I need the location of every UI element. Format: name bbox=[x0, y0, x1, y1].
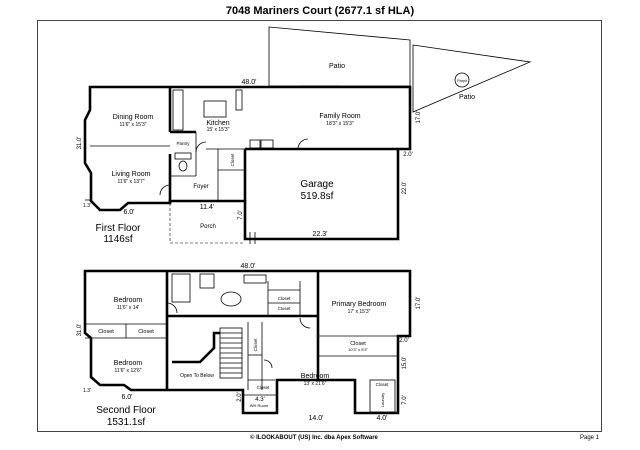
room-name-bed1: Bedroom bbox=[114, 297, 143, 304]
room-name-closet-d: Closet bbox=[278, 306, 292, 311]
dim-second-bay: 6.0' bbox=[121, 394, 132, 401]
dim-first-family-side: 17.0' bbox=[416, 111, 422, 124]
room-dims-primary: 17' x 15'3" bbox=[348, 309, 371, 315]
dim-second-bot-right: 4.0' bbox=[376, 415, 387, 422]
room-name-open-below: Open To Below bbox=[180, 373, 214, 379]
room-name-family: Family Room bbox=[319, 113, 360, 120]
door bbox=[195, 141, 207, 153]
room-name-laundry: Laundry bbox=[380, 393, 385, 407]
first-floor-plan bbox=[83, 26, 532, 244]
dim-second-top: 48.0' bbox=[241, 263, 256, 270]
dim-second-bed3-side: 15.0' bbox=[402, 357, 408, 370]
room-name-living: Living Room bbox=[112, 171, 151, 178]
tub-oval bbox=[220, 291, 242, 307]
dim-first-garage-w: 22.3' bbox=[313, 231, 328, 238]
laundry-closet bbox=[369, 379, 396, 413]
room-name-garage: Garage bbox=[300, 179, 334, 190]
kitchen-island bbox=[203, 100, 227, 118]
patio-outline bbox=[268, 26, 411, 87]
dim-second-left: 31.0' bbox=[77, 324, 83, 337]
room-dims-bed2: 11'6" x 12'6" bbox=[114, 368, 141, 374]
room-name-foyer: Foyer bbox=[193, 184, 208, 190]
room-name-wh: WH Room bbox=[250, 403, 269, 408]
dim-second-bay-side: 1.3' bbox=[83, 388, 91, 394]
dim-second-bot-h: 7.0' bbox=[402, 395, 408, 405]
room-name-kitchen: Kitchen bbox=[206, 120, 229, 127]
door bbox=[299, 317, 311, 329]
plan-title: 7048 Mariners Court (2677.1 sf HLA) bbox=[225, 5, 415, 17]
dim-second-closet-side: 2.0' bbox=[399, 338, 409, 344]
room-dims-bed1: 11'6" x 14' bbox=[117, 305, 140, 311]
room-dims-bed3: 13' x 21'6" bbox=[304, 381, 327, 387]
vanity bbox=[243, 274, 267, 284]
room-name-closet: Closet bbox=[230, 153, 235, 167]
copyright-footer: © ILOOKABOUT (US) Inc. dba Apex Software bbox=[250, 435, 378, 441]
room-name-bed2: Bedroom bbox=[114, 360, 143, 367]
room-dims-family: 18'3" x 15'3" bbox=[326, 121, 354, 127]
stove bbox=[249, 139, 261, 149]
dim-second-primary-side: 17.0' bbox=[416, 297, 422, 310]
dim-first-porch: 7.0' bbox=[238, 210, 244, 220]
room-name-closet-e: Closet bbox=[257, 385, 271, 390]
room-name-primary-closet: Closet bbox=[350, 341, 366, 347]
firepit-label: Firepit bbox=[457, 79, 467, 83]
second-floor-walls bbox=[83, 269, 412, 415]
porch-outline bbox=[169, 203, 245, 244]
kitchen-counter bbox=[235, 89, 243, 111]
vanity bbox=[174, 152, 192, 160]
page-number: Page 1 bbox=[580, 435, 600, 441]
second-floor-label: Second Floor bbox=[96, 405, 156, 416]
patio2-label: Patio bbox=[459, 94, 475, 101]
dim-first-bay: 6.0' bbox=[123, 209, 134, 216]
dim-first-bay-side: 1.3' bbox=[83, 203, 91, 209]
dim-first-top: 48.0' bbox=[242, 79, 257, 86]
second-floor-area: 1531.1sf bbox=[107, 417, 146, 428]
room-dims-primary-closet: 10'3" x 5'3" bbox=[348, 347, 368, 352]
dim-second-bot-w: 14.0' bbox=[309, 415, 324, 422]
dim-first-foyer: 11.4' bbox=[200, 204, 214, 211]
door bbox=[159, 184, 171, 196]
door bbox=[166, 302, 178, 314]
bathtub bbox=[171, 273, 191, 303]
room-name-closet-g: Closet bbox=[253, 338, 258, 352]
toilet bbox=[178, 160, 188, 172]
room-dims-kitchen: 15' x 15'3" bbox=[207, 127, 230, 133]
room-name-pantry: Pantry bbox=[176, 141, 190, 146]
room-name-closet-a: Closet bbox=[98, 329, 114, 335]
first-floor-label: First Floor bbox=[96, 223, 142, 234]
room-name-porch: Porch bbox=[200, 224, 216, 230]
dim-second-bot-left: 2.0' bbox=[237, 392, 243, 402]
door bbox=[263, 359, 273, 369]
dim-first-garage-step: 2.0' bbox=[403, 152, 413, 158]
room-name-closet-c: Closet bbox=[278, 296, 292, 301]
room-name-closet-b: Closet bbox=[138, 329, 154, 335]
room-name-primary: Primary Bedroom bbox=[332, 301, 387, 308]
room-dims-living: 11'6" x 13'7" bbox=[117, 179, 144, 185]
drawing-frame bbox=[37, 20, 602, 432]
room-area-garage: 519.8sf bbox=[301, 191, 334, 202]
patio2-outline bbox=[412, 44, 532, 113]
door bbox=[297, 138, 309, 150]
dim-second-bot-small: 4.3' bbox=[255, 397, 265, 403]
room-name-dining: Dining Room bbox=[113, 114, 154, 121]
room-dims-dining: 11'6" x 15'3" bbox=[119, 122, 146, 128]
second-floor-plan bbox=[83, 269, 412, 415]
shower bbox=[199, 273, 215, 289]
dim-first-left: 31.0' bbox=[77, 137, 83, 150]
room-name-bed3: Bedroom bbox=[301, 373, 330, 380]
fireplace bbox=[260, 139, 274, 149]
plan-labels: Dining Room 11'6" x 15'3" Living Room 11… bbox=[77, 63, 475, 428]
open-below-outline bbox=[172, 331, 220, 364]
first-floor-walls bbox=[83, 85, 412, 241]
firepit-shape bbox=[454, 72, 470, 88]
dim-first-garage-h: 22.0' bbox=[402, 182, 408, 195]
kitchen-counter bbox=[172, 89, 184, 131]
stairs bbox=[219, 327, 243, 379]
first-floor-area: 1146sf bbox=[103, 234, 133, 245]
room-name-closet-f: Closet bbox=[376, 382, 390, 387]
room-name-patio: Patio bbox=[329, 63, 345, 70]
